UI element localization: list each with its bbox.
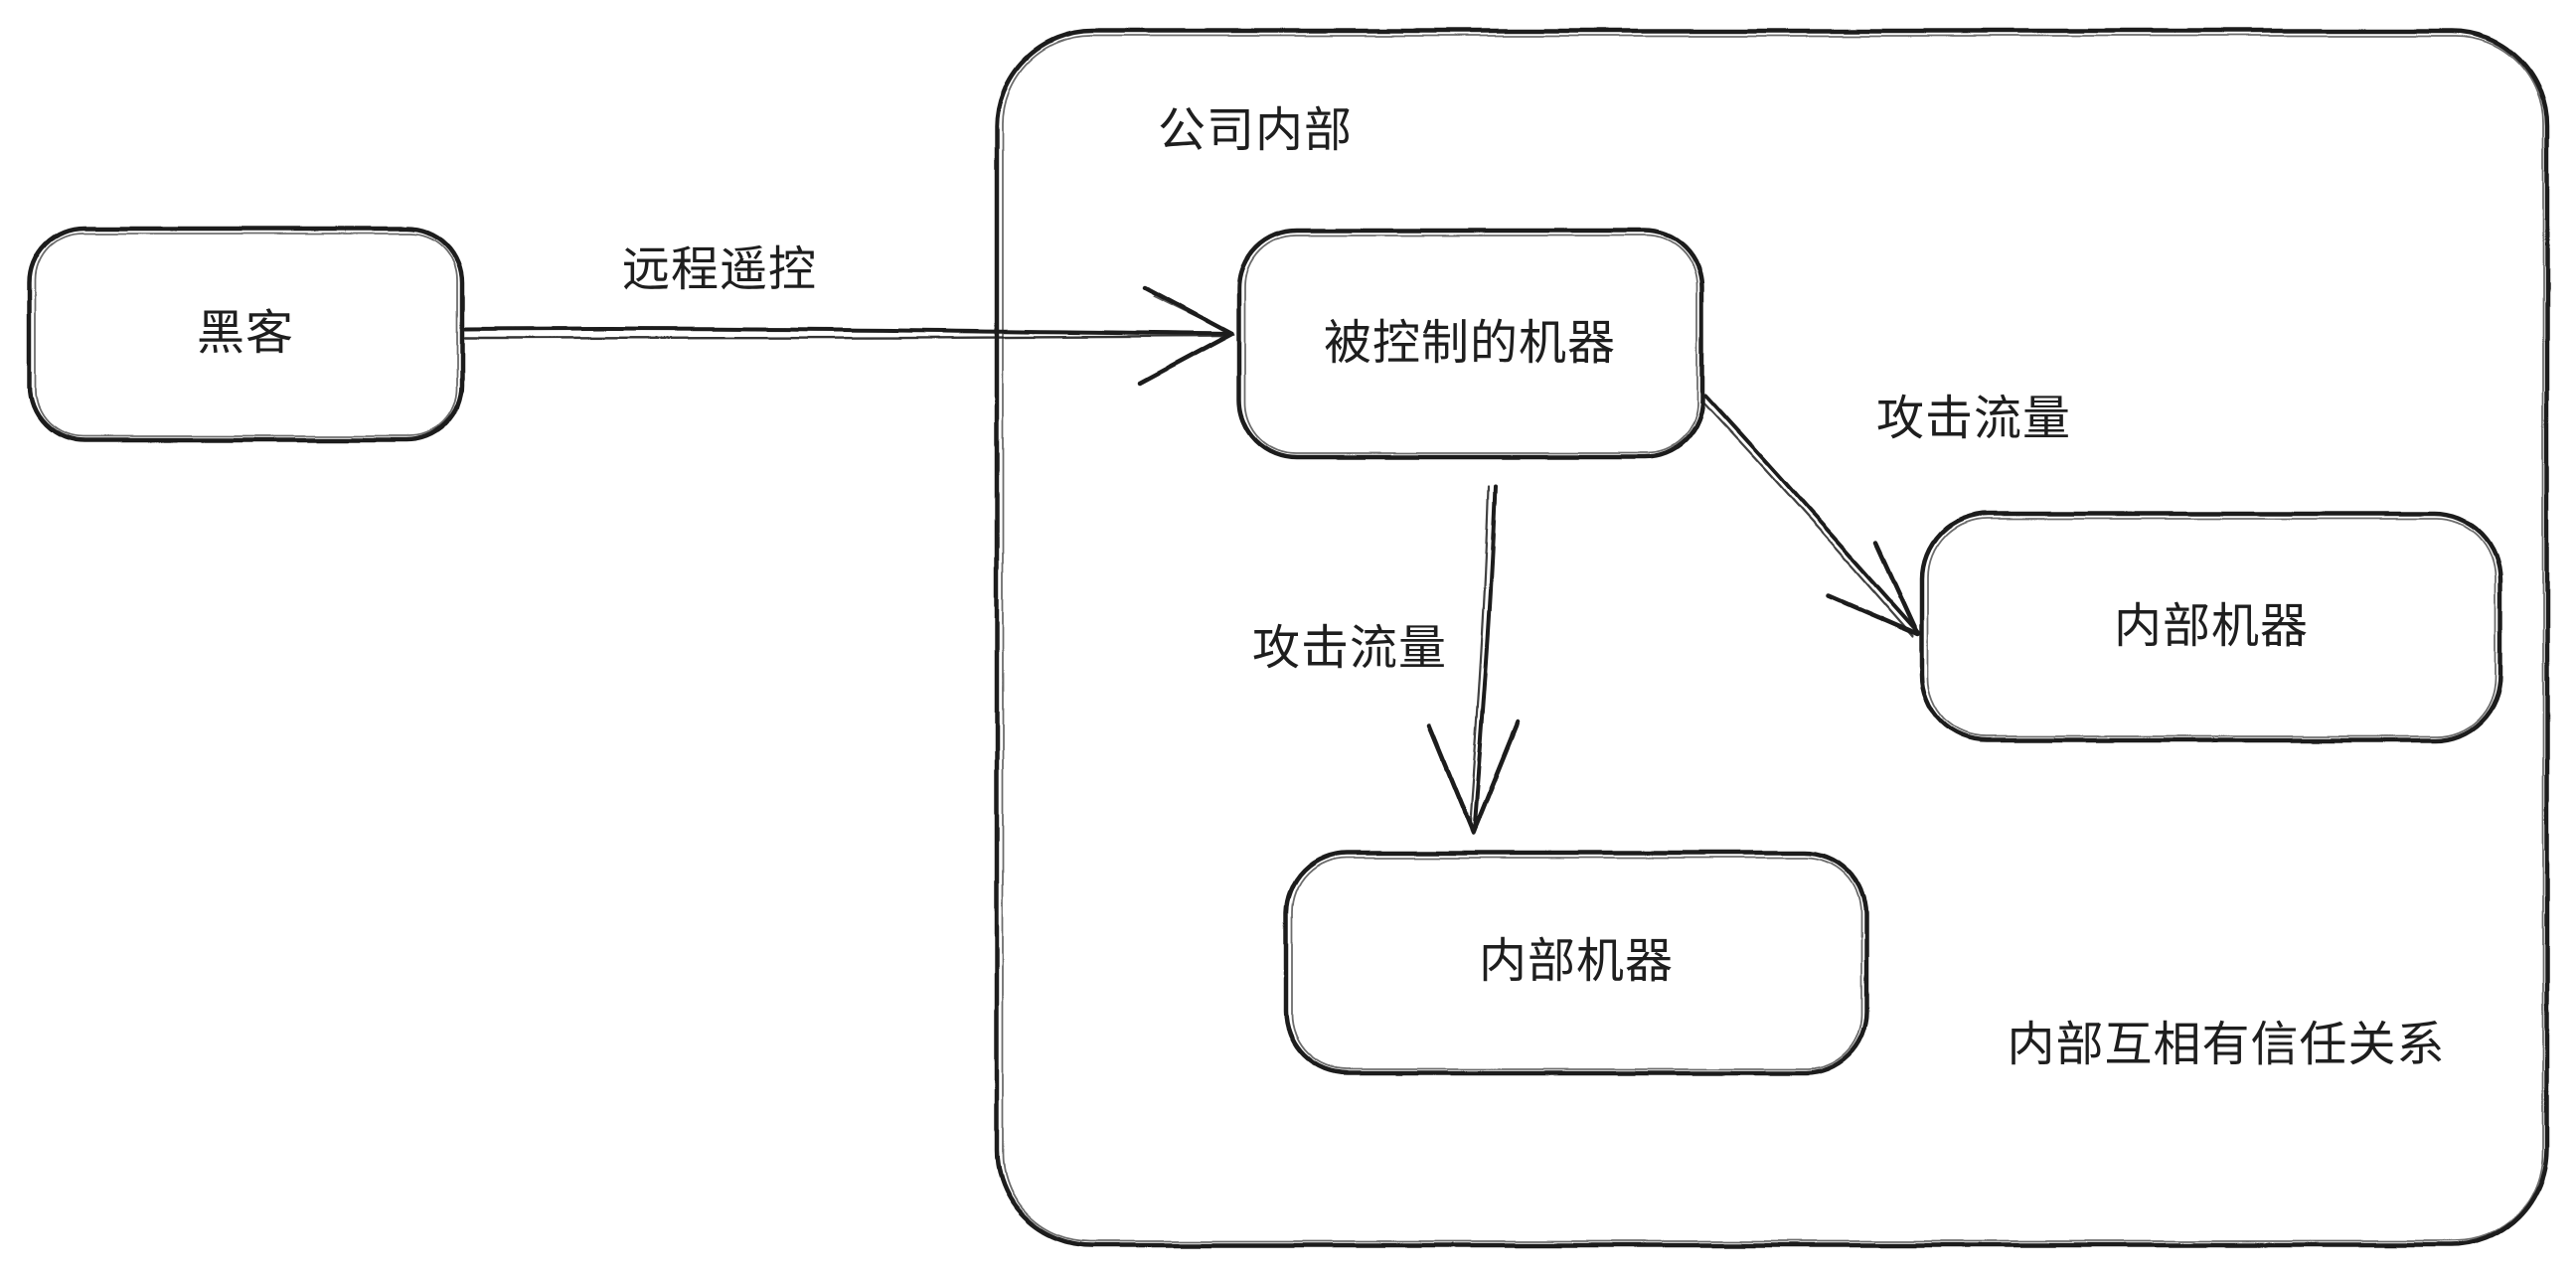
edge-label-attack-traffic-right: 攻击流量 [1875, 393, 2072, 446]
internal-machine-bottom-node-shape [1283, 850, 1869, 1076]
internal-machine-right-node-label: 内部机器 [2113, 600, 2310, 654]
edge-label-attack-traffic-down: 攻击流量 [1251, 622, 1448, 676]
controlled-machine-node-shape [1236, 228, 1705, 460]
controlled-machine-node-label: 被控制的机器 [1323, 317, 1617, 371]
internal-machine-bottom-node-label: 内部机器 [1478, 935, 1675, 989]
trust-relationship-annotation: 内部互相有信任关系 [2007, 1019, 2446, 1072]
hacker-node-shape [27, 226, 465, 443]
arrow-attack-traffic-right [1699, 394, 1921, 638]
internal-machine-right-node-shape [1919, 511, 2503, 743]
arrow-remote-control [463, 284, 1235, 387]
edge-label-remote-control: 远程遥控 [621, 243, 818, 297]
hacker-node-label: 黑客 [196, 307, 295, 361]
arrow-attack-traffic-down [1426, 484, 1521, 836]
company-boundary-box [994, 28, 2550, 1248]
company-boundary-label: 公司内部 [1157, 104, 1354, 158]
